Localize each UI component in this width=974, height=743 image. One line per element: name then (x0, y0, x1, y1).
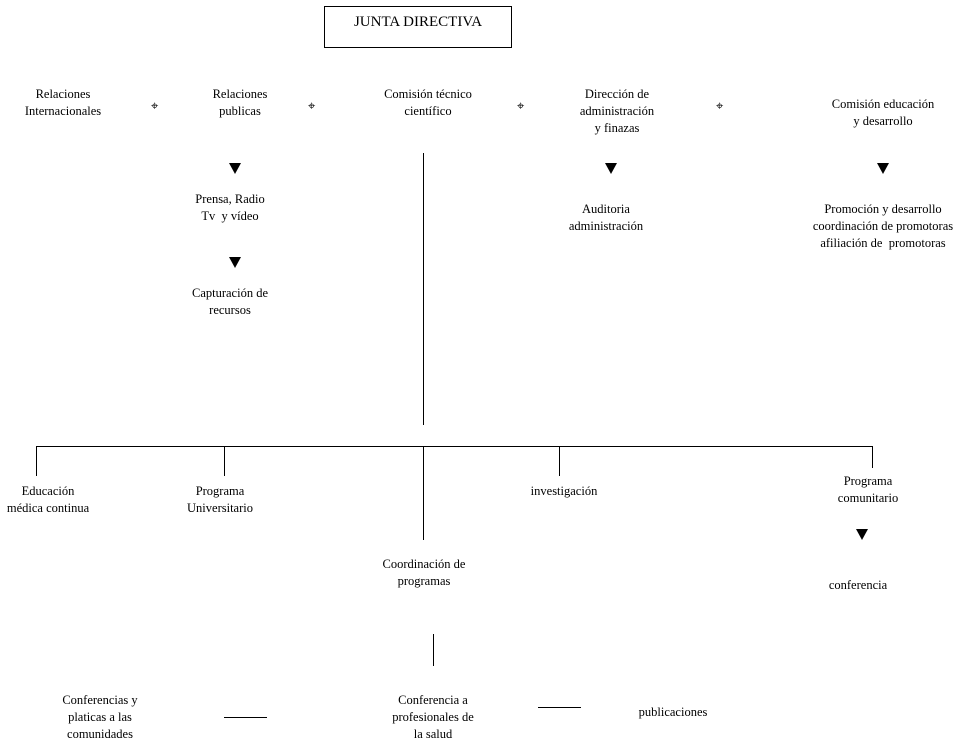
down-arrow-icon (605, 163, 617, 174)
node-programa-universitario: Programa Universitario (187, 484, 253, 515)
down-arrow-icon (856, 529, 868, 540)
node-coordinacion-programas: Coordinación de programas (382, 557, 466, 588)
node-auditoria: Auditoria administración (568, 202, 644, 233)
node-conferencia: conferencia (828, 578, 888, 592)
connector-line (224, 446, 225, 476)
node-investigacion: investigación (530, 484, 598, 498)
connector-diamond-icon: ⌖ (517, 98, 525, 113)
connector-line (36, 446, 873, 447)
connector-line (423, 446, 424, 540)
connector-line (433, 634, 434, 666)
node-programa-comunitario: Programa comunitario (837, 474, 899, 505)
down-arrow-icon (229, 257, 241, 268)
down-arrow-icon (229, 163, 241, 174)
node-promocion-desarrollo: Promoción y desarrollo coordinación de p… (812, 202, 954, 250)
junta-directiva-box: JUNTA DIRECTIVA (324, 6, 512, 48)
connector-diamond-icon: ⌖ (308, 98, 316, 113)
node-educacion-medica: Educación médica continua (6, 484, 90, 515)
node-prensa-radio-tv: Prensa, Radio Tv y vídeo (195, 192, 265, 223)
node-conferencia-profesionales: Conferencia a profesionales de la salud (392, 693, 474, 741)
connector-line (538, 707, 581, 708)
node-publicaciones: publicaciones (638, 705, 708, 719)
node-relaciones-publicas: Relaciones publicas (212, 87, 268, 118)
connector-line (224, 717, 267, 718)
node-comision-educacion: Comisión educación y desarrollo (831, 97, 935, 128)
node-conferencias-platicas: Conferencias y platicas a las comunidade… (62, 693, 138, 741)
connector-diamond-icon: ⌖ (716, 98, 724, 113)
node-capturacion-recursos: Capturación de recursos (191, 286, 268, 317)
node-comision-tecnico-cientifico: Comisión técnico científico (384, 87, 472, 118)
connector-line (872, 446, 873, 468)
node-direccion-administracion: Dirección de administración y finazas (579, 87, 655, 135)
connector-line (559, 446, 560, 476)
connector-line (423, 153, 424, 425)
down-arrow-icon (877, 163, 889, 174)
connector-diamond-icon: ⌖ (151, 98, 159, 113)
connector-line (36, 446, 37, 476)
node-relaciones-internacionales: Relaciones Internacionales (24, 87, 102, 118)
